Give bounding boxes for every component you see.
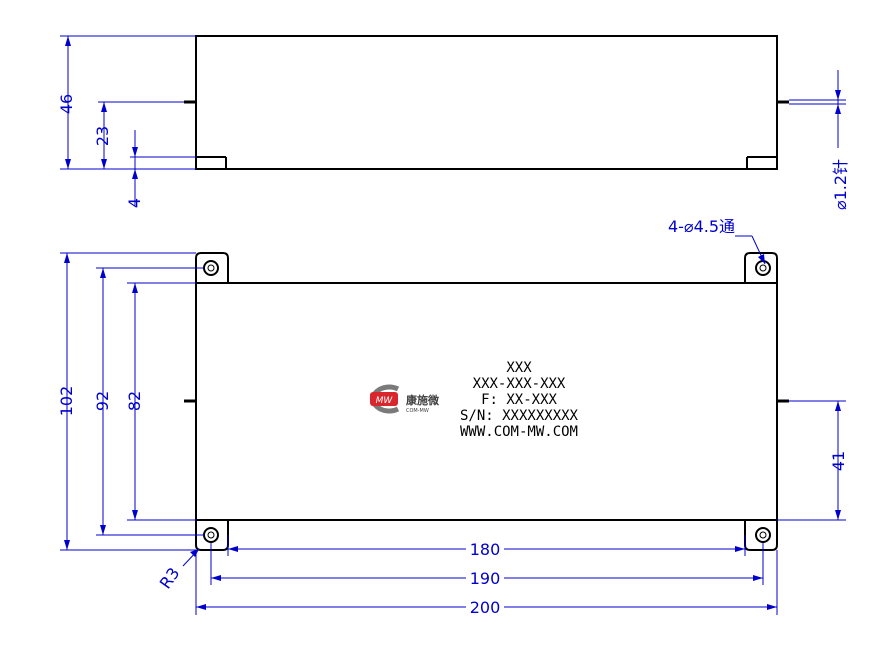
label-line: WWW.COM-MW.COM (460, 424, 578, 440)
mounting-hole (755, 260, 771, 276)
dim-overall-height: 46 (57, 94, 76, 114)
dim-pin-offset: 41 (829, 451, 848, 471)
logo-name-en: COM-MW (406, 408, 429, 414)
dim-pin-diameter: ⌀1.2针 (831, 159, 850, 210)
dim-width-mid: 190 (470, 569, 501, 588)
product-label: XXX XXX-XXX-XXX F: XX-XXX S/N: XXXXXXXXX… (460, 360, 579, 440)
dim-height-holes: 92 (93, 391, 112, 411)
mounting-hole (203, 260, 219, 276)
label-line: S/N: XXXXXXXXX (460, 408, 579, 424)
dim-height-overall: 102 (57, 386, 76, 417)
mounting-hole (203, 527, 219, 543)
tab-bottom-right (744, 520, 778, 551)
com-mw-logo: MW 康施微 COM-MW (370, 384, 440, 414)
label-line: XXX-XXX-XXX (473, 376, 566, 392)
dim-foot-height: 4 (125, 198, 144, 208)
dim-height-body: 82 (125, 391, 144, 411)
dim-pin-height: 23 (93, 126, 112, 146)
tab-top-left (195, 252, 229, 283)
logo-mw-text: MW (376, 396, 394, 406)
side-body-outline (195, 35, 778, 170)
tab-top-right (744, 252, 778, 283)
label-line: F: XX-XXX (481, 392, 557, 408)
top-view: MW 康施微 COM-MW XXX XXX-XXX-XXX F: XX-XXX … (57, 217, 848, 617)
mounting-hole (755, 527, 771, 543)
dim-width-holes: 180 (470, 540, 501, 559)
label-line: XXX (506, 360, 532, 376)
dim-width-overall: 200 (470, 598, 501, 617)
dim-hole-callout: 4-⌀4.5通 (668, 217, 735, 236)
logo-badge (370, 392, 398, 406)
dim-corner-radius: R3 (156, 564, 184, 592)
logo-name-cn: 康施微 (406, 393, 440, 407)
side-view: 46 23 4 ⌀1.2针 (57, 35, 850, 210)
